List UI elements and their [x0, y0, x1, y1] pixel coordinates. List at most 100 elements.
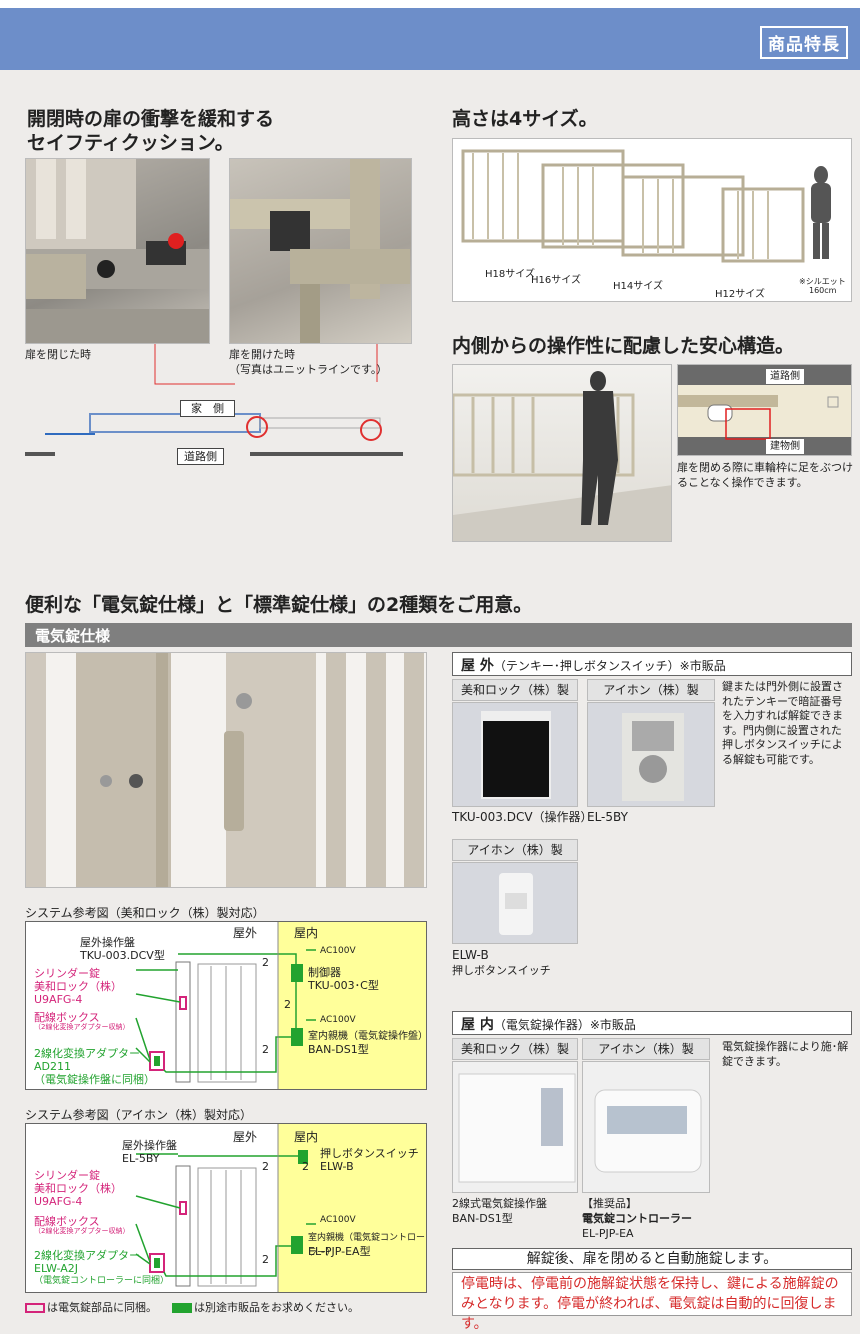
size-h16: H16サイズ — [531, 275, 581, 286]
prod-ban: 2線式電気錠操作盤 — [452, 1197, 547, 1210]
size-h18: H18サイズ — [485, 269, 535, 280]
sys1-ac2: AC100V — [320, 1015, 356, 1025]
detail-building-label: 建物側 — [766, 439, 804, 454]
ban-photo — [452, 1061, 578, 1193]
indoor-head: 屋 内（電気錠操作器）※市販品 — [452, 1011, 852, 1035]
sys2-adapter-model: ELW-A2J — [34, 1262, 78, 1275]
size-h12: H12サイズ — [715, 289, 765, 300]
operation-photo — [452, 364, 672, 542]
eljp-photo — [582, 1061, 710, 1193]
closed-caption: 扉を閉じた時 — [25, 348, 91, 361]
gate-plan-diagram — [25, 344, 403, 456]
closed-door-photo — [25, 158, 210, 344]
sys1-cyl-model: U9AFG-4 — [34, 993, 83, 1006]
elwb-photo — [452, 862, 578, 944]
sys2-master: 室内親機（電気錠コントローラー） — [308, 1233, 426, 1258]
sys2-box: 配線ボックス — [34, 1215, 100, 1228]
legend-green-text: は別途市販品をお求めください。 — [194, 1301, 359, 1314]
safety-title-2: セイフティクッション。 — [27, 132, 234, 154]
prod-eljp: 電気錠コントローラー — [582, 1212, 692, 1225]
sys1-panel-model: TKU-003.DCV型 — [80, 949, 165, 962]
sys2-wire-count-1: 2 — [262, 1160, 269, 1173]
indoor-maker-aiphone: アイホン（株）製 — [582, 1038, 710, 1060]
tku-illustration — [481, 711, 551, 799]
auto-lock-notice: 解錠後、扉を閉めると自動施錠します。 — [452, 1248, 852, 1270]
electric-lock-photo — [25, 652, 427, 888]
sys2-cyl-model: U9AFG-4 — [34, 1195, 83, 1208]
power-outage-warning: 停電時は、停電前の施解錠状態を保持し、鍵による施解錠のみとなります。停電が終われ… — [452, 1272, 852, 1332]
sys1-ctrl: 制御器 — [308, 966, 341, 979]
sys1-wire-count-3: 2 — [262, 1043, 269, 1056]
sys1-box: 配線ボックス — [34, 1011, 100, 1024]
tku-photo — [452, 702, 578, 807]
outdoor-maker-miwa: 美和ロック（株）製 — [452, 679, 578, 701]
sys1-panel: 屋外操作盤 — [80, 936, 135, 949]
sys2-master-model: EL-PJP-EA型 — [308, 1245, 371, 1258]
legend-pink-text: は電気錠部品に同梱。 — [47, 1301, 157, 1314]
house-side-label: 家 側 — [180, 400, 235, 417]
silhouette-note: ※シルエット — [799, 277, 846, 286]
elwb-illustration — [499, 873, 533, 935]
operability-title: 内側からの操作性に配慮した安心構造。 — [452, 335, 795, 357]
sys2-diagram: 屋外 屋内 屋外操作盤 EL-5BY シリンダー錠 美和ロック（株） U9AFG… — [25, 1123, 427, 1293]
sys1-inside: 屋内 — [294, 926, 319, 940]
operation-detail-photo: 道路側 建物側 — [677, 364, 852, 456]
sys1-cyl: シリンダー錠 — [34, 967, 100, 980]
sys2-cyl: シリンダー錠 — [34, 1169, 100, 1182]
sys2-push: 押しボタンスイッチ — [320, 1147, 419, 1160]
sys2-adapter-note: （電気錠コントローラーに同梱） — [34, 1276, 170, 1286]
closed-door-illustration — [26, 159, 209, 343]
outdoor-head: 屋 外（テンキー･押しボタンスイッチ）※市販品 — [452, 652, 852, 676]
heights-photo: H18サイズ H16サイズ H14サイズ H12サイズ ※シルエット 160cm — [452, 138, 852, 302]
sys2-wire-count-3: 2 — [262, 1253, 269, 1266]
prod-elwb: ELW-B — [452, 948, 489, 962]
sys2-adapter: 2線化変換アダプター — [34, 1249, 140, 1262]
sys1-ac1: AC100V — [320, 946, 356, 956]
sys2-panel-model: EL-5BY — [122, 1152, 160, 1165]
el5by-photo — [587, 702, 715, 807]
sys2-ac: AC100V — [320, 1215, 356, 1225]
sys1-indoor-area — [278, 922, 426, 1089]
feature-badge: 商品特長 — [760, 26, 848, 59]
indoor-head-label: 屋 内 — [461, 1017, 494, 1033]
prod-ban-sub: BAN-DS1型 — [452, 1212, 513, 1225]
sys1-diagram: 屋外 屋内 屋外操作盤 TKU-003.DCV型 シリンダー錠 美和ロック（株）… — [25, 921, 427, 1090]
sys1-ctrl-model: TKU-003･C型 — [308, 979, 379, 992]
open-door-illustration — [230, 159, 410, 343]
size-h14: H14サイズ — [613, 281, 663, 292]
prod-elwb-sub: 押しボタンスイッチ — [452, 964, 551, 977]
locks-title: 便利な「電気錠仕様」と「標準錠仕様」の2種類をご用意。 — [25, 594, 533, 616]
heights-title: 高さは4サイズ。 — [452, 108, 598, 130]
open-caption-note: （写真はユニットラインです。） — [229, 363, 388, 376]
operation-illustration — [453, 371, 671, 541]
sys1-master-model: BAN-DS1型 — [308, 1043, 369, 1056]
sys1-title: システム参考図（美和ロック（株）製対応） — [25, 906, 265, 920]
detail-road-label: 道路側 — [766, 369, 804, 384]
outdoor-maker-aiphone: アイホン（株）製 — [587, 679, 715, 701]
operation-desc: 扉を閉める際に車輪枠に足をぶつけることなく操作できます。 — [677, 461, 853, 489]
green-swatch — [172, 1303, 192, 1313]
sys1-master: 室内親機（電気錠操作盤） — [308, 1031, 427, 1042]
sys1-wire-count-1: 2 — [262, 956, 269, 969]
eljp-illustration — [594, 1089, 702, 1173]
sys1-wiring — [135, 922, 316, 1089]
sys1-adapter-note: （電気錠操作盤に同梱） — [34, 1073, 155, 1086]
el5by-illustration — [622, 713, 684, 801]
outdoor-head-sub: （テンキー･押しボタンスイッチ）※市販品 — [493, 659, 726, 673]
indoor-maker-miwa: 美和ロック（株）製 — [452, 1038, 578, 1060]
operation-detail-illustration — [678, 385, 851, 440]
page-header: 商品特長 — [0, 0, 860, 70]
outdoor-head-label: 屋 外 — [461, 658, 494, 674]
prod-eljp-model: EL-PJP-EA — [582, 1227, 634, 1240]
sys1-box-sub: （2線化変換アダプター収納） — [34, 1023, 130, 1031]
sys2-outside: 屋外 — [233, 1130, 258, 1144]
prod-tku: TKU-003.DCV（操作器） — [452, 810, 593, 824]
sys2-wire-count-2: 2 — [302, 1160, 309, 1173]
gate-sizes-illustration — [461, 149, 831, 263]
sys1-cyl-maker: 美和ロック（株） — [34, 980, 122, 993]
prod-el5by: EL-5BY — [587, 810, 628, 824]
electric-lock-illustration — [26, 653, 426, 887]
sys1-wire-count-2: 2 — [284, 998, 291, 1011]
outdoor-maker-aiphone-2: アイホン（株）製 — [452, 839, 578, 861]
sys2-cyl-maker: 美和ロック（株） — [34, 1182, 122, 1195]
